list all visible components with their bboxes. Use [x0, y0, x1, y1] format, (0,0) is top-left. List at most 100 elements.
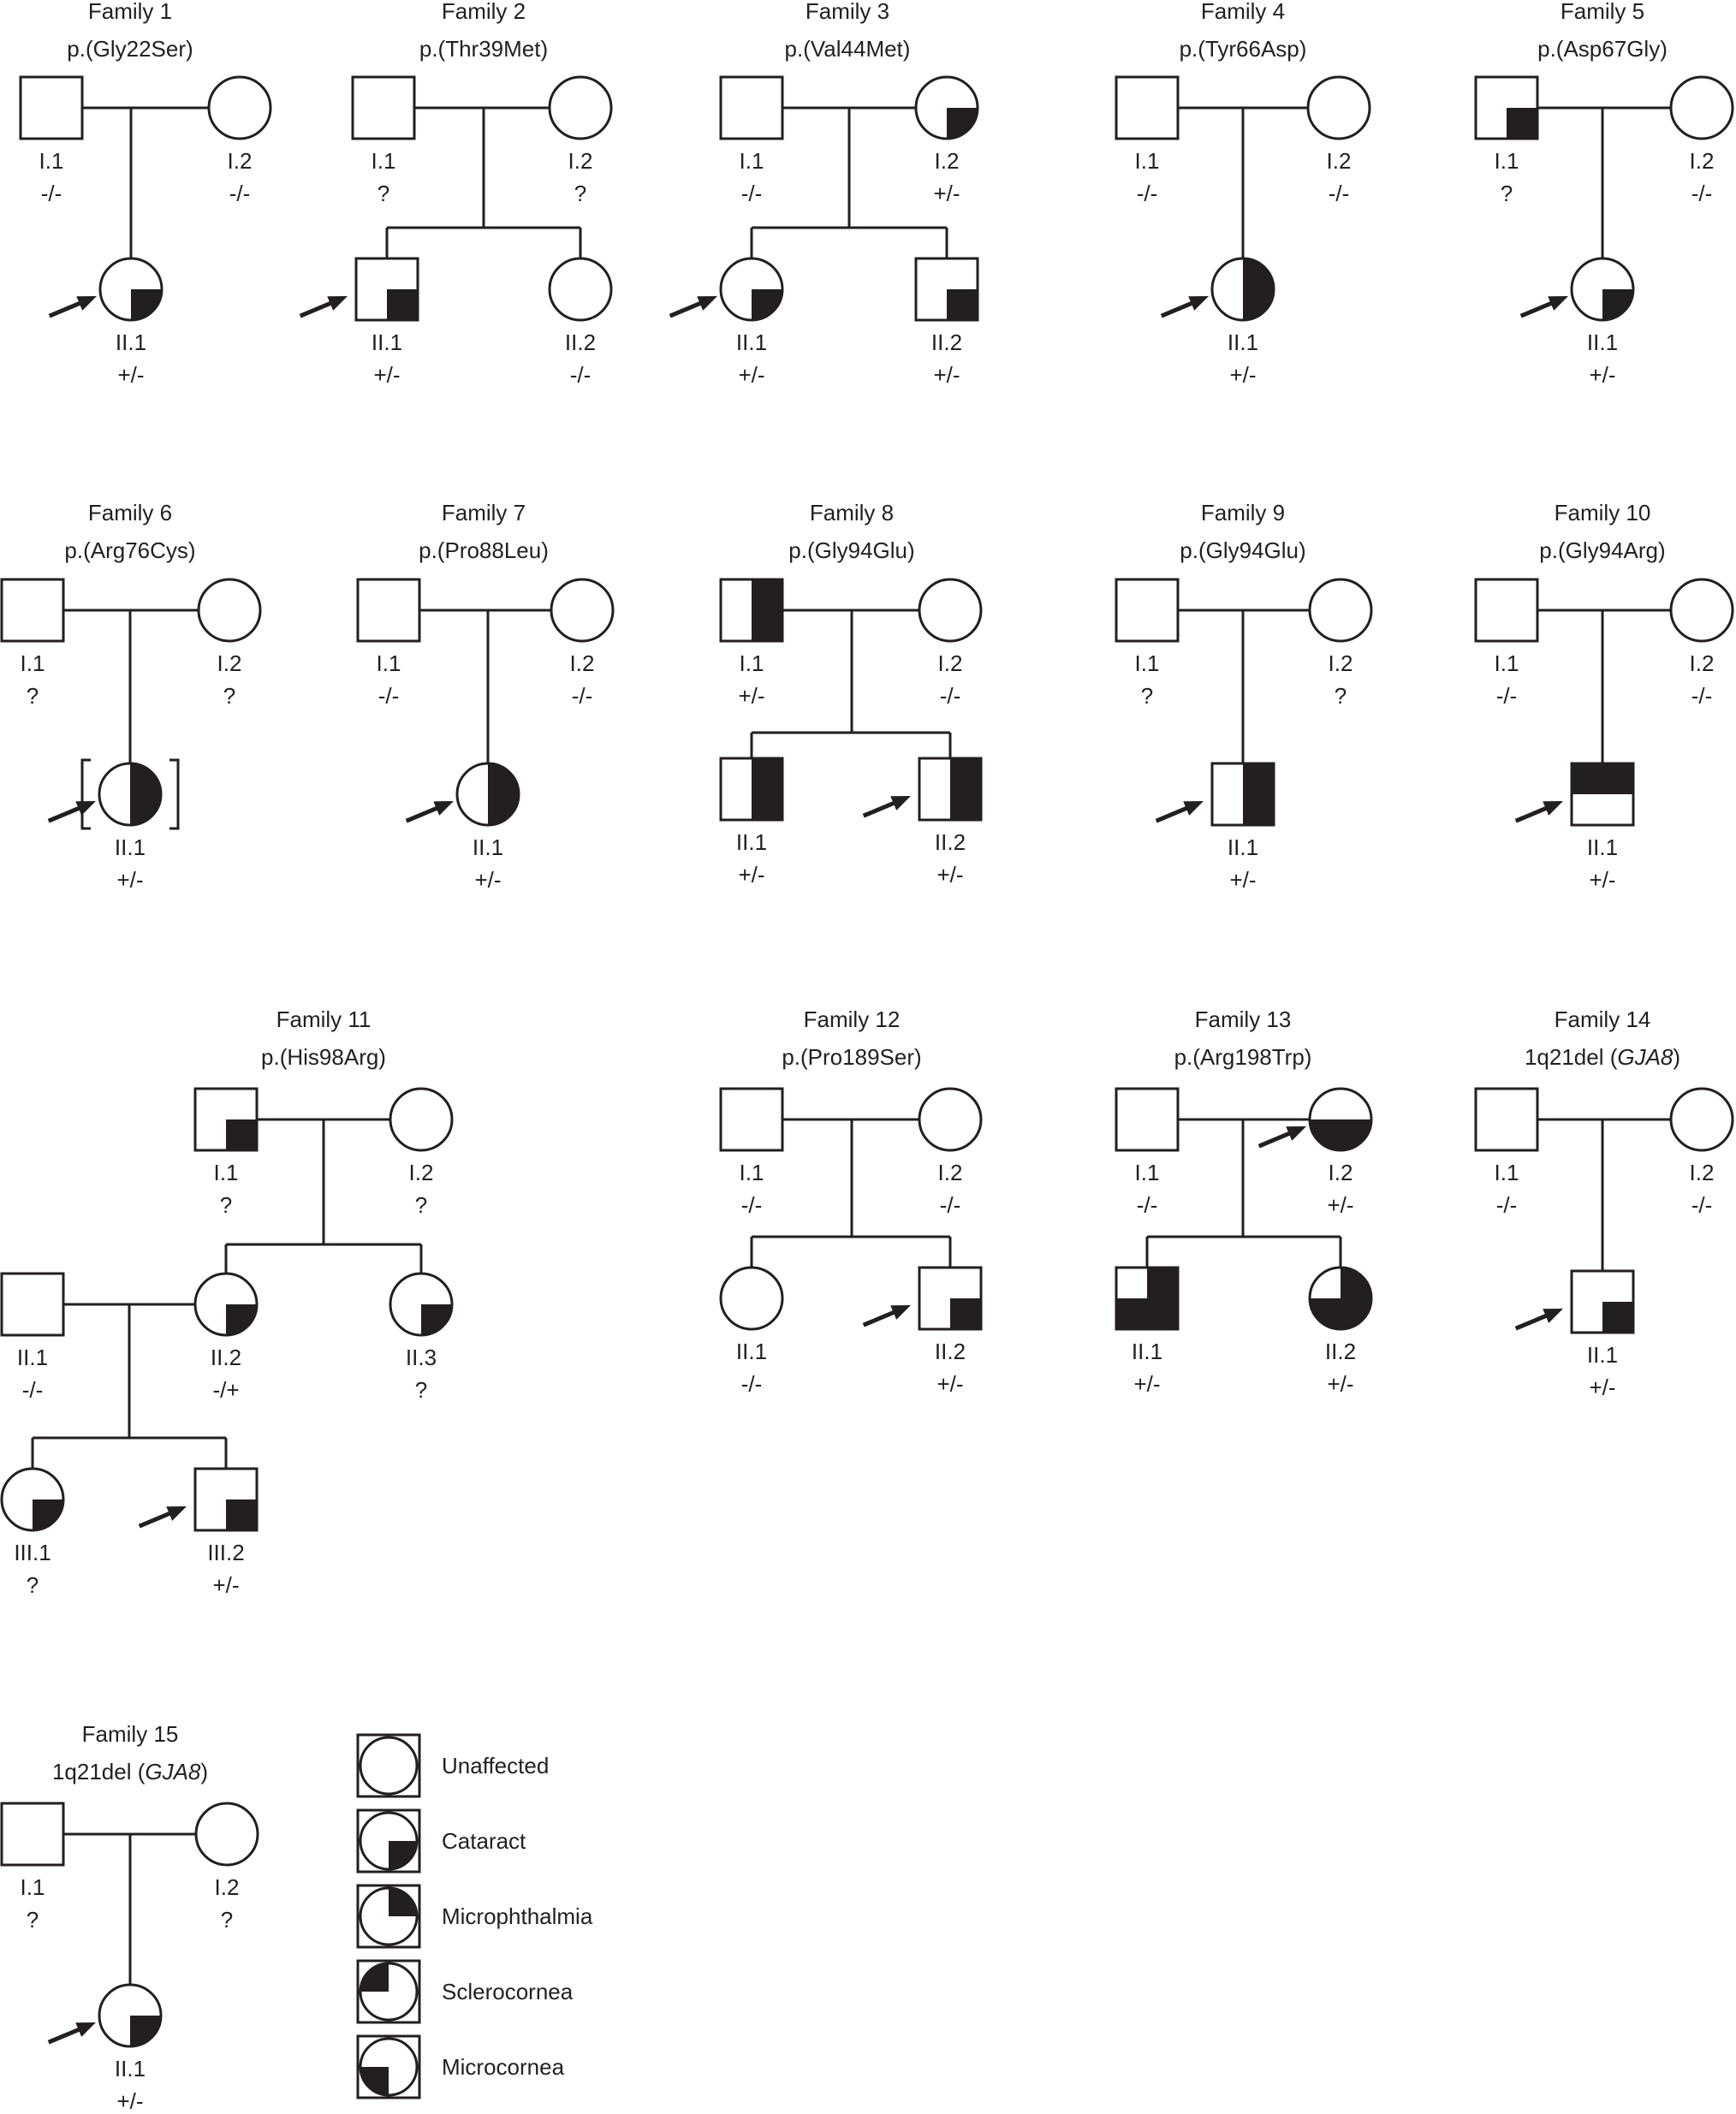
genotype-label: +/-: [933, 362, 960, 388]
family-3-I-2-symbol: [914, 75, 979, 140]
individual-id: I.1: [1495, 1160, 1519, 1185]
individual-id: III.1: [14, 1540, 51, 1565]
individual-id: II.1: [115, 834, 146, 860]
family-9-I-1-symbol: [1115, 578, 1180, 643]
genotype-label: -/-: [22, 1377, 44, 1403]
family-7-title: Family 7: [442, 500, 526, 526]
genotype-label: ?: [574, 181, 586, 206]
family-11-II-1-symbol: [0, 1272, 65, 1337]
family-12-I-2-symbol: [918, 1087, 983, 1152]
proband-arrow-icon: [1514, 801, 1563, 823]
genotype-label: ?: [27, 1907, 39, 1933]
legend-label: Unaffected: [442, 1753, 549, 1778]
genotype-label: +/-: [116, 867, 143, 893]
individual-id: II.1: [1132, 1339, 1162, 1364]
genotype-label: +/-: [373, 362, 400, 388]
individual-id: I.2: [1690, 1160, 1715, 1185]
family-4-II-1-symbol: [1210, 257, 1275, 322]
family-15-I-2-symbol: [194, 1802, 259, 1867]
individual-id: II.1: [17, 1345, 48, 1370]
legend-circle: [359, 1811, 419, 1871]
adoption-brackets: [80, 758, 180, 830]
family-5-I-1-symbol: [1474, 75, 1539, 140]
individual-id: II.1: [372, 330, 402, 355]
individual-id: II.1: [473, 834, 503, 860]
genotype-label: -/-: [1496, 1192, 1518, 1218]
family-9-II-1-symbol: [1210, 762, 1275, 827]
individual-id: I.2: [1327, 148, 1352, 174]
family-14-I-1-symbol: [1474, 1087, 1539, 1152]
genotype-label: +/-: [1229, 867, 1256, 893]
individual-id: I.1: [372, 148, 396, 174]
family-10-title: Family 10: [1555, 500, 1651, 526]
individual-id: I.1: [39, 148, 64, 174]
family-9-variant: p.(Gly94Glu): [1180, 537, 1305, 563]
genotype-label: +/-: [116, 2088, 143, 2114]
legend: UnaffectedCataractMicrophthalmiaScleroco…: [356, 1733, 593, 2099]
family-9-title: Family 9: [1201, 500, 1285, 526]
genotype-label: ?: [27, 1572, 39, 1598]
legend-item-unaffected: Unaffected: [356, 1733, 549, 1798]
proband-arrow-icon: [1160, 296, 1209, 318]
family-2-I-2-symbol: [548, 75, 613, 140]
genotype-label: -/-: [1137, 181, 1158, 206]
family-13-II-1-symbol: [1115, 1266, 1180, 1331]
genotype-label: -/-: [1496, 683, 1518, 709]
genotype-label: -/-: [741, 181, 763, 206]
individual-id: II.1: [1587, 834, 1618, 860]
individual-id: I.2: [409, 1160, 434, 1185]
genotype-label: -/-: [1329, 181, 1350, 206]
legend-circle: [359, 1736, 419, 1796]
family-9-I-2-symbol: [1308, 578, 1373, 643]
family-6-I-2-symbol: [197, 578, 262, 643]
family-6-II-1-symbol: [98, 762, 163, 827]
genotype-label: ?: [1141, 683, 1153, 709]
family-14-II-1-symbol: [1570, 1269, 1635, 1334]
genotype-label: -/-: [41, 181, 62, 206]
family-1-variant: p.(Gly22Ser): [67, 36, 193, 62]
family-12-II-2-symbol: [918, 1266, 983, 1331]
proband-arrow-icon: [862, 1305, 911, 1327]
family-15-I-1-symbol: [0, 1802, 65, 1867]
proband-arrow-icon: [862, 796, 911, 818]
family-11-I-2-symbol: [389, 1087, 454, 1152]
genotype-label: -/-: [741, 1371, 763, 1397]
individual-id: I.2: [1690, 148, 1715, 174]
family-8-variant: p.(Gly94Glu): [788, 537, 914, 563]
individual-id: II.1: [736, 1339, 767, 1364]
genotype-label: +/-: [1589, 867, 1615, 893]
family-13-I-2-symbol: [1308, 1087, 1373, 1152]
individual-id: II.2: [565, 330, 596, 355]
legend-circle: [359, 1886, 419, 1946]
family-5-variant: p.(Asp67Gly): [1537, 36, 1668, 62]
genotype-label: -/-: [570, 362, 592, 388]
family-3-I-1-symbol: [719, 75, 784, 140]
genotype-label: +/-: [474, 867, 501, 893]
family-4-variant: p.(Tyr66Asp): [1180, 36, 1307, 62]
individual-id: I.2: [1329, 650, 1353, 676]
individual-id: I.2: [570, 650, 595, 676]
family-1-I-1-symbol: [19, 75, 84, 140]
family-10-variant: p.(Gly94Arg): [1539, 537, 1665, 563]
genotype-label: ?: [223, 683, 235, 709]
family-11-III-2-symbol: [193, 1467, 259, 1532]
individual-id: I.1: [377, 650, 401, 676]
family-1-II-1-symbol: [98, 257, 163, 322]
family-12-II-1-symbol: [719, 1266, 784, 1331]
genotype-label: +/-: [933, 181, 960, 206]
family-8-title: Family 8: [810, 500, 894, 526]
genotype-label: +/-: [1327, 1192, 1353, 1218]
individual-id: II.1: [1228, 834, 1258, 860]
individual-id: II.2: [935, 1339, 966, 1364]
family-5-I-2-symbol: [1669, 75, 1734, 140]
legend-circle: [359, 2037, 419, 2097]
genotype-label: +/-: [738, 862, 764, 888]
family-1-I-2-symbol: [207, 75, 272, 140]
genotype-label: ?: [378, 181, 389, 206]
family-6-variant: p.(Arg76Cys): [64, 537, 195, 563]
proband-arrow-icon: [1519, 296, 1568, 318]
genotype-label: -/-: [378, 683, 400, 709]
family-1-title: Family 1: [88, 0, 172, 24]
individual-id: I.2: [1329, 1160, 1353, 1185]
